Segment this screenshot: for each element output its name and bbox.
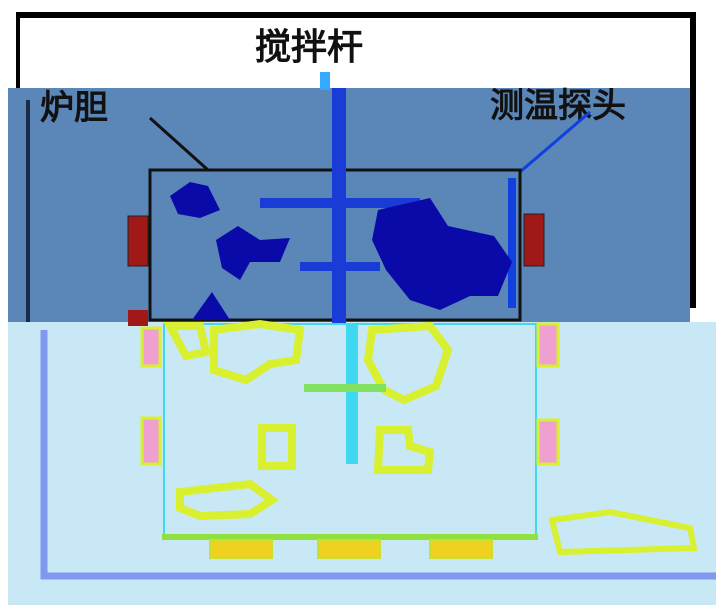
stirrer-blade-upper <box>260 198 420 208</box>
heater-pink <box>140 326 162 368</box>
material-blob <box>170 182 220 218</box>
blob-outline <box>210 319 305 385</box>
probe-label: 测温探头 <box>490 86 626 126</box>
liner-leader-line <box>148 116 210 172</box>
heater-left-lower <box>128 310 148 326</box>
stirrer-shaft-lower <box>346 324 358 464</box>
heater-bottom <box>209 539 273 559</box>
blob-outline <box>373 426 435 474</box>
stirrer-label: 搅拌杆 <box>255 26 364 68</box>
blob-outline <box>176 479 280 521</box>
material-blob <box>192 292 230 320</box>
blob-outline <box>363 321 453 405</box>
blob-outline <box>163 322 211 361</box>
heater-pink <box>140 416 162 466</box>
probe-rod <box>508 178 516 308</box>
heater-bottom <box>317 539 381 559</box>
heater-bottom <box>429 539 493 559</box>
probe-leader-line <box>518 110 591 300</box>
stirrer-blade-lower-section <box>304 384 386 392</box>
stirrer-tip <box>320 72 330 90</box>
heater-pink <box>536 322 560 368</box>
vessel-base <box>162 534 538 540</box>
heater-pink <box>536 418 560 466</box>
heater-right <box>523 213 545 267</box>
blob-outline <box>258 424 296 470</box>
heater-left <box>127 215 149 267</box>
blob-outline <box>548 508 698 556</box>
material-blob <box>216 226 290 280</box>
liner-label: 炉胆 <box>40 88 108 128</box>
material-blob <box>372 198 512 310</box>
outer-frame <box>40 330 716 580</box>
stirrer-blade-lower <box>300 262 380 271</box>
